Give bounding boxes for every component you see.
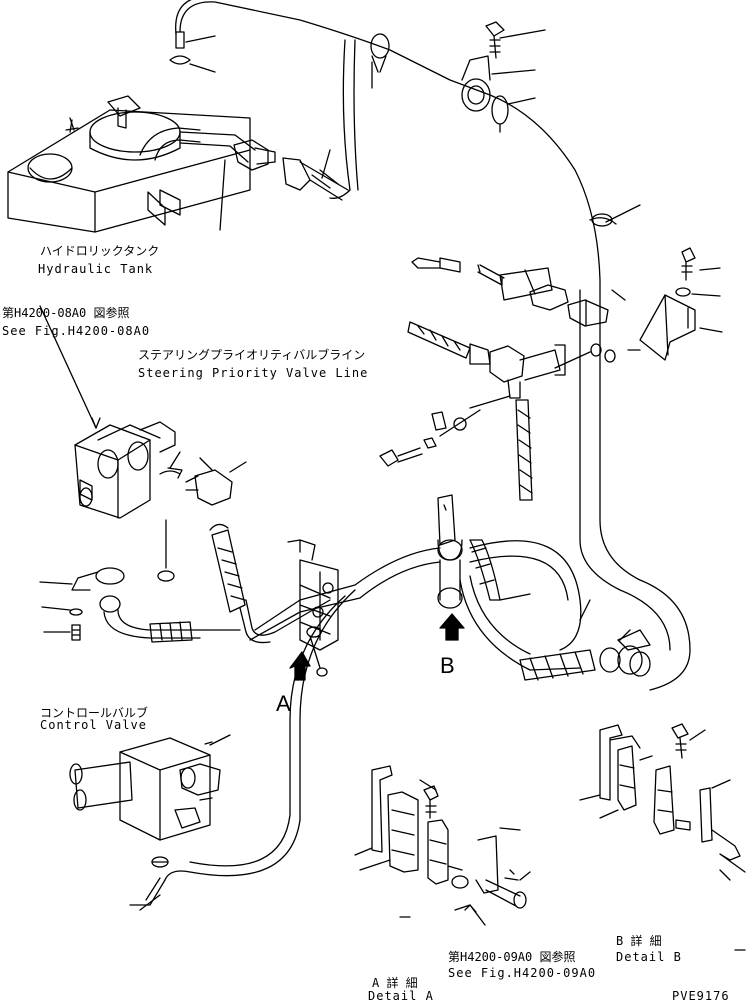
detail-b-drawing [599,723,746,873]
drawing-number: PVE9176 [672,989,730,1003]
view-marker-a: A [276,691,291,716]
view-arrow-b [439,613,465,641]
hydraulic-tank-label: Hydraulic Tank [38,262,154,276]
reference-fig-09a0: See Fig.H4200-09A0 [448,966,597,980]
bracket-right [639,247,696,361]
control-valve [69,737,221,841]
clamp-detail-b [437,494,501,609]
detail-a-title: Detail A [368,989,434,1003]
view-marker-b: B [440,653,455,678]
hose-clamp [370,33,617,227]
control-valve-label: Control Valve [40,718,147,732]
detail-b-title-jp: B 詳 細 [616,934,662,948]
reference-fig-08a0: See Fig.H4200-08A0 [2,324,151,338]
detail-a-title-jp: A 詳 細 [372,976,418,990]
hydraulic-tank [7,95,276,233]
detail-b-title: Detail B [616,950,682,964]
steering-priority-line-label-jp: ステアリングプライオリティバルブライン [138,348,366,362]
reference-fig-09a0-jp: 第H4200-09A0 図参照 [448,950,576,964]
priority-valve [74,421,183,519]
view-arrow-a [289,651,311,681]
hydraulic-tank-label-jp: ハイドロリックタンク [40,244,160,258]
detail-a-drawing [371,765,527,909]
reference-fig-08a0-jp: 第H4200-08A0 図参照 [2,306,130,320]
clamp-detail-a [287,539,339,651]
control-valve-label-jp: コントロールバルブ [40,706,149,720]
steering-priority-line-label: Steering Priority Valve Line [138,366,369,380]
